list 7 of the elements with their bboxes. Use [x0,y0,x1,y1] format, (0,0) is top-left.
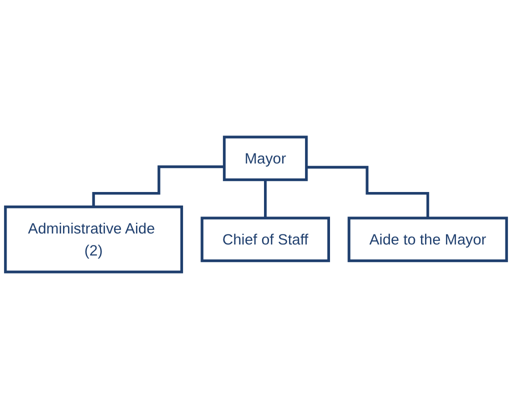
node-box: Aide to the Mayor [348,216,508,262]
node-box: Mayor [222,136,308,182]
connector [306,166,430,220]
node-box: Administrative Aide (2) [4,206,184,274]
connector [264,178,267,220]
connector [92,165,224,208]
node-box: Chief of Staff [200,216,330,262]
